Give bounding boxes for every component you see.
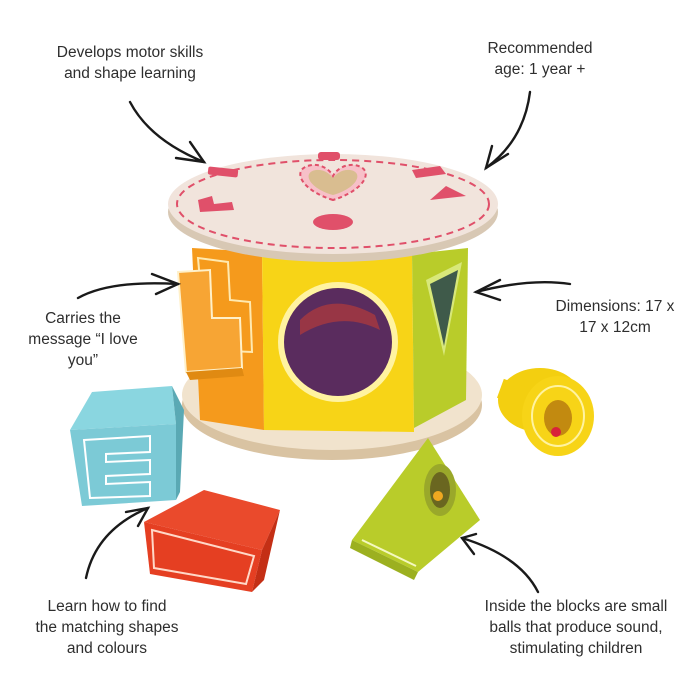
label-motor-skills: Develops motor skills and shape learning (56, 44, 204, 82)
label-recommended-age: Recommended age: 1 year + (487, 40, 593, 78)
label-sound-balls: Inside the blocks are small balls that p… (484, 598, 668, 657)
red-rectangle-block (144, 490, 280, 592)
arrow-motor-skills (128, 100, 207, 164)
yellow-cylinder (496, 368, 594, 456)
drum-body (176, 248, 468, 432)
blue-e-cube (70, 386, 184, 506)
label-dimensions: Dimensions: 17 x 17 x 12cm (555, 298, 675, 336)
lid (168, 152, 498, 262)
label-matching: Learn how to find the matching shapes an… (35, 598, 179, 657)
arrow-sound-balls (459, 532, 540, 594)
label-message: Carries the message “I love you” (28, 310, 138, 369)
arrow-matching (84, 506, 151, 580)
arrow-message (76, 272, 182, 300)
annotation-arrows (76, 90, 572, 594)
arrow-dimensions (472, 278, 572, 302)
arrow-recommended-age (484, 90, 532, 171)
green-triangle-prism (350, 438, 480, 580)
